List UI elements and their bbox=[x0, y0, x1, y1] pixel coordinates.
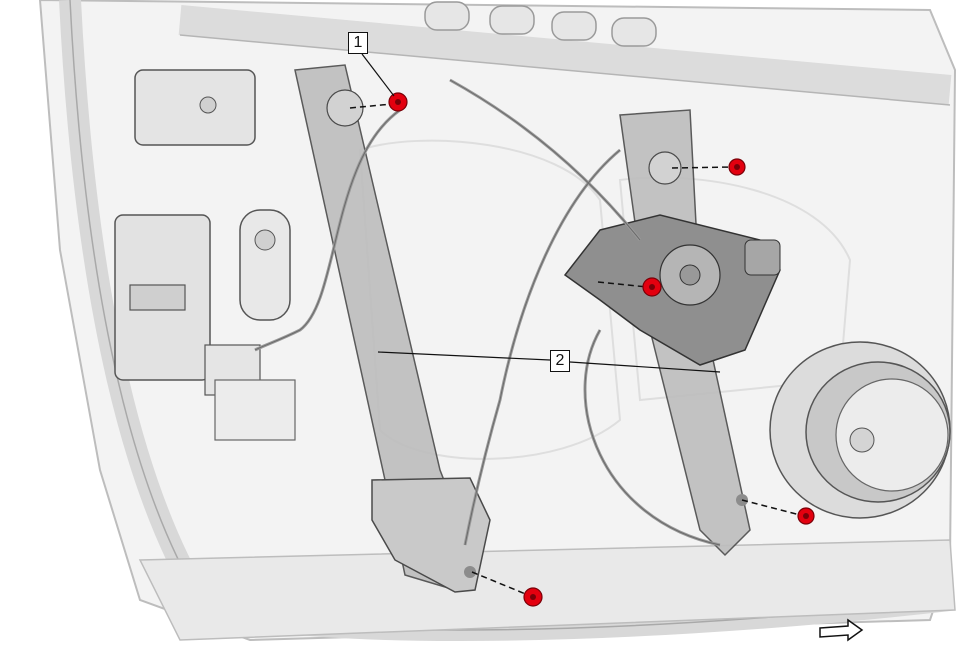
door-handle-bracket bbox=[134, 69, 256, 146]
nut-upper-left bbox=[388, 92, 408, 112]
nut-motor bbox=[642, 277, 662, 297]
door-speaker bbox=[769, 341, 951, 519]
callout-label-1: 1 bbox=[348, 32, 368, 54]
nut-lower-left bbox=[523, 587, 543, 607]
panel-slots bbox=[424, 1, 657, 47]
callout-label-2: 2 bbox=[550, 350, 570, 372]
forward-arrow-icon bbox=[819, 618, 864, 642]
regulator-motor bbox=[563, 214, 781, 366]
regulator-left-rail bbox=[294, 64, 491, 593]
regulator-cables-outline bbox=[254, 79, 721, 546]
fastener-guide-lines bbox=[349, 103, 801, 596]
callout-leaders bbox=[361, 53, 721, 373]
fastener-nuts bbox=[388, 92, 815, 607]
door-lock-module bbox=[114, 209, 296, 441]
nut-lower-right bbox=[797, 507, 815, 525]
nut-upper-right bbox=[728, 158, 746, 176]
